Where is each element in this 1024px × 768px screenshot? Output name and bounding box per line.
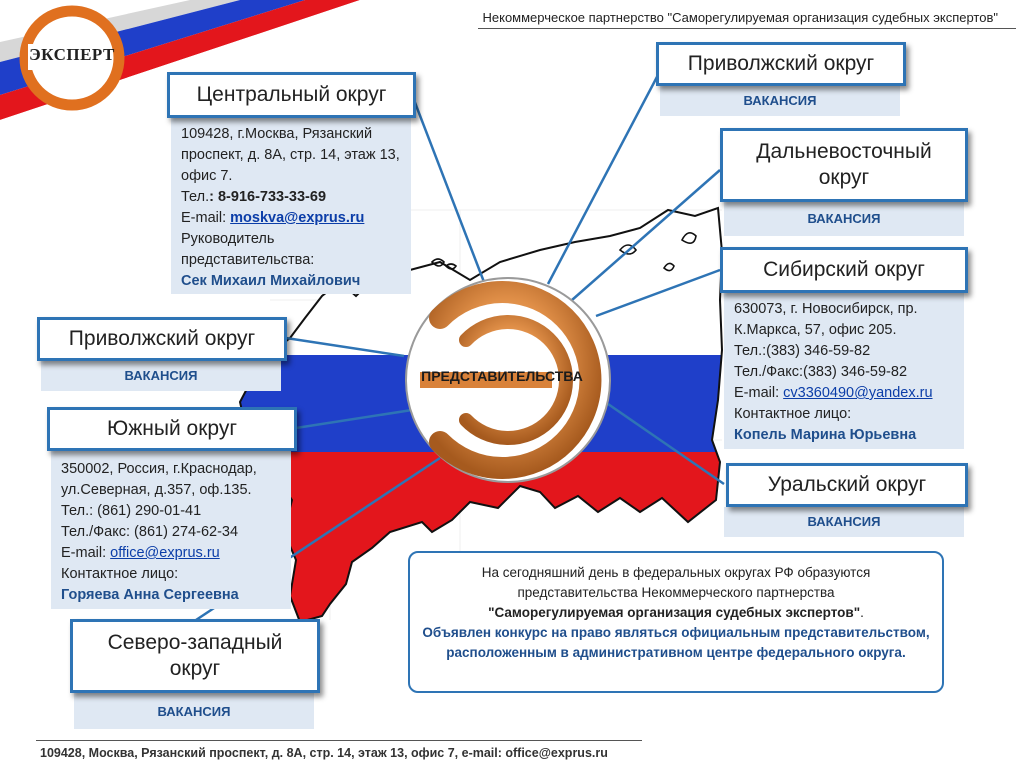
southern-title-text: Южный округ: [107, 416, 237, 440]
central-phone: : 8-916-733-33-69: [209, 189, 327, 205]
ural-title-text: Уральский округ: [767, 472, 927, 496]
ural-vacancy: ВАКАНСИЯ: [724, 507, 964, 537]
volga-left-vacancy: ВАКАНСИЯ: [41, 361, 281, 391]
volga-left-title-text: Приволжский округ: [68, 326, 256, 350]
footer-address: 109428, Москва, Рязанский проспект, д. 8…: [40, 746, 608, 760]
siberian-email-label: E-mail:: [734, 385, 784, 401]
siberian-address: 630073, г. Новосибирск, пр. К.Маркса, 57…: [734, 301, 918, 338]
notice-org-dot: .: [860, 605, 864, 620]
logo-text: ЭКСПЕРТ: [29, 45, 115, 64]
central-phone-label: Тел.: [181, 189, 210, 205]
footer-divider: [36, 740, 642, 741]
notice-org-name: "Саморегулируемая организация судебных э…: [488, 605, 861, 620]
notice-contest: Объявлен конкурс на право являться офици…: [422, 625, 930, 660]
siberian-email-link[interactable]: cv3360490@yandex.ru: [783, 385, 933, 401]
central-address: 109428, г.Москва, Рязанский проспект, д.…: [181, 126, 400, 184]
siberian-district-title[interactable]: Сибирский округ: [720, 247, 968, 293]
southern-email-line: E-mail: office@exprus.ru: [61, 543, 281, 564]
southern-email-link[interactable]: office@exprus.ru: [110, 545, 220, 561]
siberian-contact-label: Контактное лицо:: [734, 406, 852, 422]
central-district-title-text: Центральный округ: [196, 82, 387, 106]
expert-logo: [19, 5, 125, 111]
siberian-contact-name: Копель Марина Юрьевна: [734, 427, 917, 443]
central-district-title[interactable]: Центральный округ: [167, 72, 416, 118]
siberian-fax: Тел./Факс:(383) 346-59-82: [734, 364, 908, 380]
volga-top-vacancy: ВАКАНСИЯ: [660, 86, 900, 116]
center-label: ПРЕДСТАВИТЕЛЬСТВА: [421, 368, 583, 384]
volga-top-title-text: Приволжский округ: [687, 51, 875, 75]
central-contact-name: Сек Михаил Михайлович: [181, 273, 361, 289]
central-phone-line: Тел.: 8-916-733-33-69: [181, 187, 401, 208]
southern-address: 350002, Россия, г.Краснодар, ул.Северная…: [61, 461, 257, 498]
siberian-title-text: Сибирский округ: [763, 257, 925, 281]
notice-box: На сегодняшний день в федеральных округа…: [408, 551, 944, 693]
ural-district-title[interactable]: Уральский округ: [726, 463, 968, 507]
siberian-district-info: 630073, г. Новосибирск, пр. К.Маркса, 57…: [724, 293, 964, 449]
notice-intro: На сегодняшний день в федеральных округа…: [481, 565, 871, 600]
notice-org-line: "Саморегулируемая организация судебных э…: [422, 603, 930, 623]
central-email-label: E-mail:: [181, 210, 231, 226]
central-contact-label: Руководитель представительства:: [181, 231, 315, 268]
volga-top-district-title[interactable]: Приволжский округ: [656, 42, 906, 86]
northwest-title-text: Северо-западный округ: [107, 630, 283, 680]
northwest-district-title[interactable]: Северо-западный округ: [70, 619, 320, 693]
northwest-vacancy: ВАКАНСИЯ: [74, 693, 314, 729]
southern-contact-name: Горяева Анна Сергеевна: [61, 587, 239, 603]
header-divider: [478, 28, 1016, 29]
far-east-district-title[interactable]: Дальневосточный округ: [720, 128, 968, 202]
central-district-info: 109428, г.Москва, Рязанский проспект, д.…: [171, 118, 411, 294]
siberian-email-line: E-mail: cv3360490@yandex.ru: [734, 383, 954, 404]
southern-fax: Тел./Факс: (861) 274-62-34: [61, 524, 239, 540]
central-email-line: E-mail: moskva@exprus.ru: [181, 208, 401, 229]
header-org-text: Некоммерческое партнерство "Саморегулиру…: [482, 10, 999, 25]
southern-district-info: 350002, Россия, г.Краснодар, ул.Северная…: [51, 451, 291, 609]
southern-contact-label: Контактное лицо:: [61, 566, 179, 582]
far-east-vacancy: ВАКАНСИЯ: [724, 202, 964, 236]
central-email-link[interactable]: moskva@exprus.ru: [230, 210, 365, 226]
southern-district-title[interactable]: Южный округ: [47, 407, 297, 451]
siberian-phone: Тел.:(383) 346-59-82: [734, 343, 871, 359]
southern-phone: Тел.: (861) 290-01-41: [61, 503, 202, 519]
far-east-title-text: Дальневосточный округ: [756, 139, 932, 189]
center-emblem: [405, 277, 611, 483]
volga-left-district-title[interactable]: Приволжский округ: [37, 317, 287, 361]
southern-email-label: E-mail:: [61, 545, 111, 561]
